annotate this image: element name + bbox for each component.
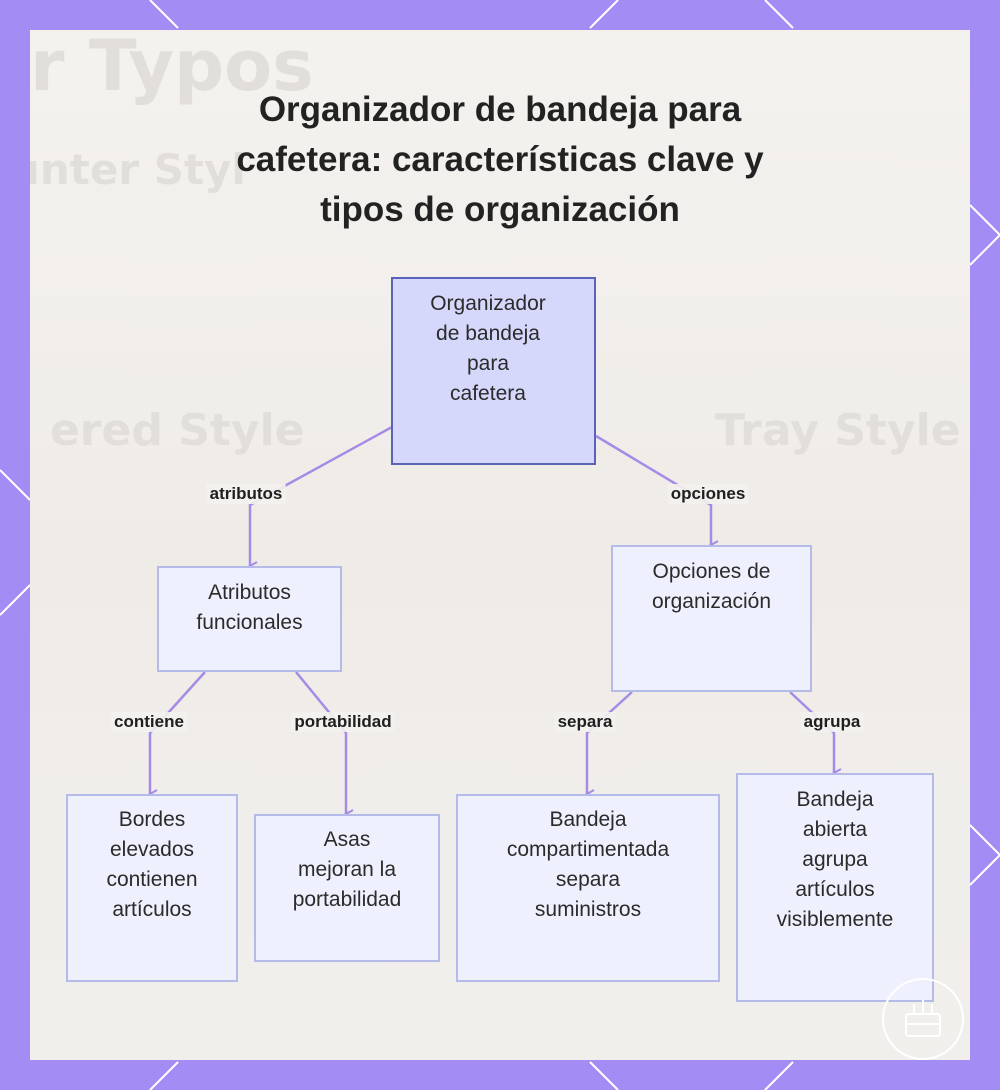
background-photo-text: Tray Style <box>715 405 961 456</box>
edge-line-contiene <box>150 671 206 794</box>
edge-line-portabilidad <box>295 671 346 814</box>
node-root: Organizador de bandeja para cafetera <box>391 277 596 465</box>
diagram-title: Organizador de bandeja para cafetera: ca… <box>236 90 764 229</box>
edge-label-atributos: atributos <box>206 484 286 504</box>
background-photo-text: unter Styl <box>30 145 246 194</box>
edge-label-opciones: opciones <box>667 484 749 504</box>
node-compartment-tray: Bandeja compartimentada separa suministr… <box>456 794 720 982</box>
node-attributes: Atributos funcionales <box>157 566 342 672</box>
edge-line-atributos <box>250 425 393 566</box>
background-photo-text: ered Style <box>50 405 305 456</box>
edge-label-agrupa: agrupa <box>800 712 864 732</box>
edge-label-portabilidad: portabilidad <box>291 712 395 732</box>
edge-label-separa: separa <box>554 712 616 732</box>
background-photo-text: r Typos <box>30 30 314 107</box>
edge-line-separa <box>587 691 633 794</box>
watermark-logo-icon <box>882 978 964 1060</box>
node-raised-edges: Bordes elevados contienen artículos <box>66 794 238 982</box>
edge-line-agrupa <box>789 691 834 773</box>
edge-label-contiene: contiene <box>111 712 187 732</box>
edge-line-opciones <box>595 434 711 545</box>
node-options: Opciones de organización <box>611 545 812 692</box>
node-handles: Asas mejoran la portabilidad <box>254 814 440 962</box>
node-open-tray: Bandeja abierta agrupa artículos visible… <box>736 773 934 1002</box>
